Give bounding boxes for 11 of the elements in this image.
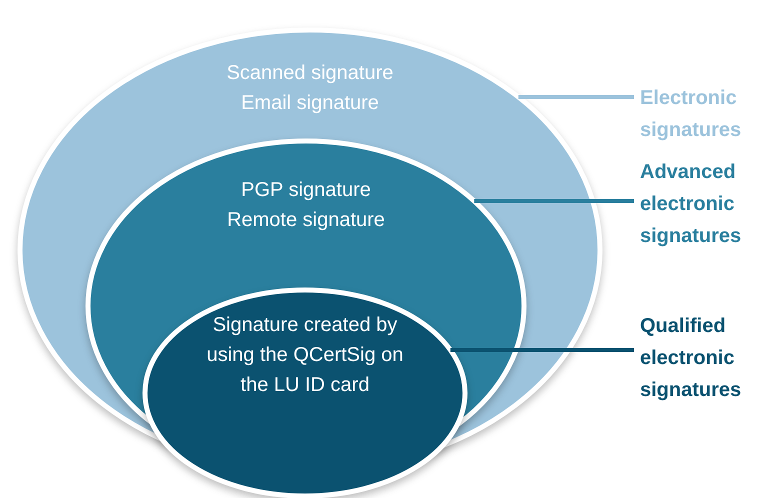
leader-line [450, 348, 634, 352]
signature-type-text: Signature created by using the QCertSig on the LU ID card [206, 313, 404, 398]
category-label: Advanced electronic signatures [640, 156, 768, 252]
category-label: Electronic signatures [640, 82, 768, 146]
signature-type-text: PGP signature [241, 178, 371, 203]
signature-type-text: Scanned signature [226, 61, 394, 86]
leader-line [474, 199, 634, 203]
signature-type-text: Remote signature [227, 208, 385, 233]
leader-line [518, 95, 634, 99]
signature-type-text: Email signature [241, 91, 379, 116]
category-label: Qualified electronic signatures [640, 310, 768, 406]
